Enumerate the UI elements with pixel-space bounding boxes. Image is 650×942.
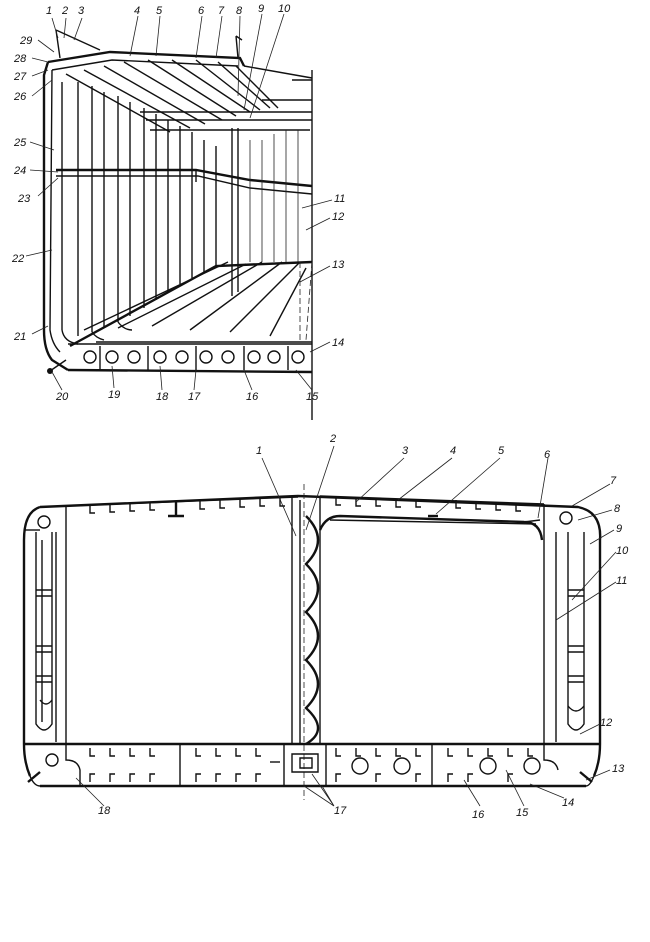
upper-deck-edge (47, 50, 246, 67)
label-9: 9 (258, 3, 264, 15)
section-label-1: 1 (256, 445, 262, 457)
double-bottom-floors (83, 346, 305, 370)
db-hole-3 (479, 757, 497, 775)
section-label-8: 8 (614, 503, 621, 515)
lightening-hole-icon (83, 350, 97, 364)
label-7: 7 (218, 5, 225, 17)
label-20: 20 (55, 391, 69, 403)
section-label-17: 17 (334, 805, 347, 817)
callout-labels-bottom: 1 2 3 4 5 6 7 8 9 10 11 12 13 14 15 16 1… (98, 433, 629, 821)
label-21: 21 (13, 331, 26, 343)
double-bottom (45, 744, 559, 786)
db-hole-2 (393, 757, 411, 775)
section-label-5: 5 (498, 445, 505, 457)
section-label-9: 9 (616, 523, 622, 535)
callout-labels-top: 1 2 3 4 5 6 7 8 9 10 11 12 13 14 15 16 1… (11, 3, 345, 403)
label-27: 27 (13, 71, 27, 83)
side-frames (61, 82, 299, 336)
label-18: 18 (156, 391, 169, 403)
label-14: 14 (332, 337, 344, 349)
section-label-10: 10 (616, 545, 629, 557)
hull-cross-section: 1 2 3 4 5 6 7 8 9 10 11 12 13 14 15 16 1… (22, 433, 629, 821)
section-label-3: 3 (402, 445, 409, 457)
label-19: 19 (108, 389, 120, 401)
label-23: 23 (17, 193, 31, 205)
label-1: 1 (46, 5, 52, 17)
section-label-7: 7 (610, 475, 617, 487)
section-label-18: 18 (98, 805, 111, 817)
db-hole-4 (523, 757, 541, 775)
leader-lines-bottom (75, 445, 617, 807)
label-8: 8 (236, 5, 243, 17)
label-26: 26 (13, 91, 27, 103)
corrugated-bulkhead (291, 484, 321, 800)
label-28: 28 (13, 53, 27, 65)
section-label-12: 12 (600, 717, 612, 729)
bilge-keel-right (579, 771, 593, 783)
label-2: 2 (61, 5, 68, 17)
outer-shell (22, 494, 602, 777)
leader-lines-top (25, 13, 333, 391)
section-label-15: 15 (516, 807, 529, 819)
label-15: 15 (306, 391, 319, 403)
label-13: 13 (332, 259, 345, 271)
db-hole-1 (351, 757, 369, 775)
section-label-14: 14 (562, 797, 574, 809)
side-shell (42, 61, 69, 372)
label-10: 10 (278, 3, 291, 15)
hull-cutaway-3d: 1 2 3 4 5 6 7 8 9 10 11 12 13 14 15 16 1… (11, 3, 345, 420)
label-22: 22 (11, 253, 24, 265)
section-label-13: 13 (612, 763, 625, 775)
label-29: 29 (19, 35, 32, 47)
label-6: 6 (198, 5, 205, 17)
label-25: 25 (13, 137, 27, 149)
label-17: 17 (188, 391, 201, 403)
bottom-shell (67, 368, 313, 374)
tweendeck (56, 168, 313, 188)
section-label-16: 16 (472, 809, 485, 821)
label-24: 24 (13, 165, 26, 177)
label-3: 3 (78, 5, 85, 17)
wing-tank-right (543, 504, 585, 744)
deck-girder (168, 502, 184, 518)
web-frame (318, 514, 544, 541)
deck-longitudinals-left (89, 498, 285, 518)
label-5: 5 (156, 5, 163, 17)
label-12: 12 (332, 211, 344, 223)
bilge-keel-left (27, 771, 41, 783)
label-4: 4 (134, 5, 140, 17)
section-label-2: 2 (329, 433, 336, 445)
section-label-6: 6 (544, 449, 551, 461)
label-16: 16 (246, 391, 259, 403)
deck-house (243, 65, 313, 101)
manhole-icon (37, 515, 51, 529)
deck-longitudinals-right (335, 497, 521, 512)
wing-tank-left (24, 506, 67, 744)
manhole-icon-right (559, 511, 573, 525)
section-label-11: 11 (616, 575, 627, 587)
deck-beams-upper (65, 59, 279, 133)
duct-keel (291, 753, 319, 773)
label-11: 11 (334, 193, 345, 205)
section-label-4: 4 (450, 445, 456, 457)
db-manhole-left (45, 753, 59, 767)
